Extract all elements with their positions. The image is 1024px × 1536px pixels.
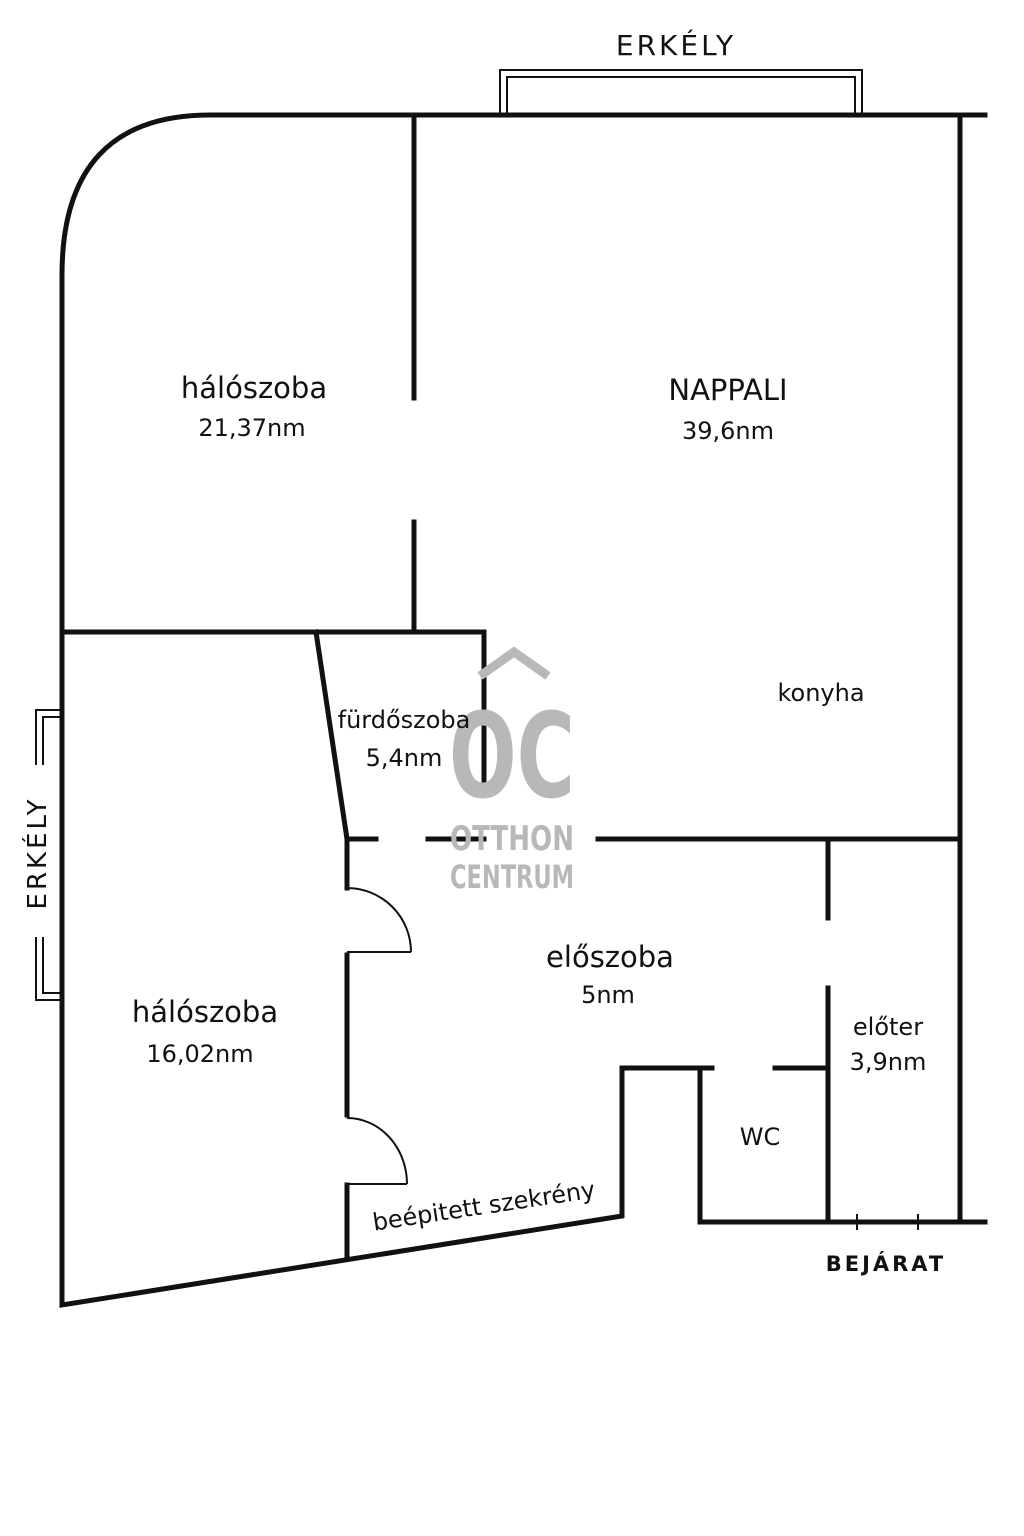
balcony-top-label: ERKÉLY	[616, 28, 736, 62]
balcony-top	[499, 69, 863, 117]
living-room-name: NAPPALI	[668, 373, 787, 407]
wc-name: WC	[740, 1123, 781, 1151]
watermark-logo: OC	[449, 687, 575, 825]
otthon-centrum-watermark: OC OTTHON CENTRUM	[449, 646, 575, 896]
exterior-walls	[59, 112, 988, 1308]
bedroom-2-name: hálószoba	[132, 995, 278, 1029]
kitchen-name: konyha	[777, 679, 864, 707]
watermark-line-1: OTTHON	[450, 819, 574, 859]
living-room-area: 39,6nm	[682, 417, 774, 445]
bathroom-name: fürdőszoba	[338, 706, 471, 734]
hall-area: 5nm	[581, 981, 635, 1009]
bathroom-area: 5,4nm	[366, 744, 443, 772]
interior-walls	[59, 112, 963, 1261]
bedroom-2-area: 16,02nm	[146, 1040, 253, 1068]
balcony-left-label: ERKÉLY	[21, 797, 53, 910]
entrance-label: BEJÁRAT	[826, 1251, 947, 1276]
bedroom-1-name: hálószoba	[181, 371, 327, 405]
door-bedroom-2	[346, 887, 412, 953]
bedroom-1-area: 21,37nm	[198, 414, 305, 442]
vestibule-name: előter	[853, 1013, 923, 1041]
door-wardrobe	[346, 1117, 408, 1185]
watermark-roof-icon	[477, 646, 551, 680]
vestibule-area: 3,9nm	[850, 1048, 927, 1076]
hall-name: előszoba	[546, 940, 674, 974]
entrance-ticks	[856, 1214, 919, 1230]
watermark-line-2: CENTRUM	[450, 858, 574, 896]
